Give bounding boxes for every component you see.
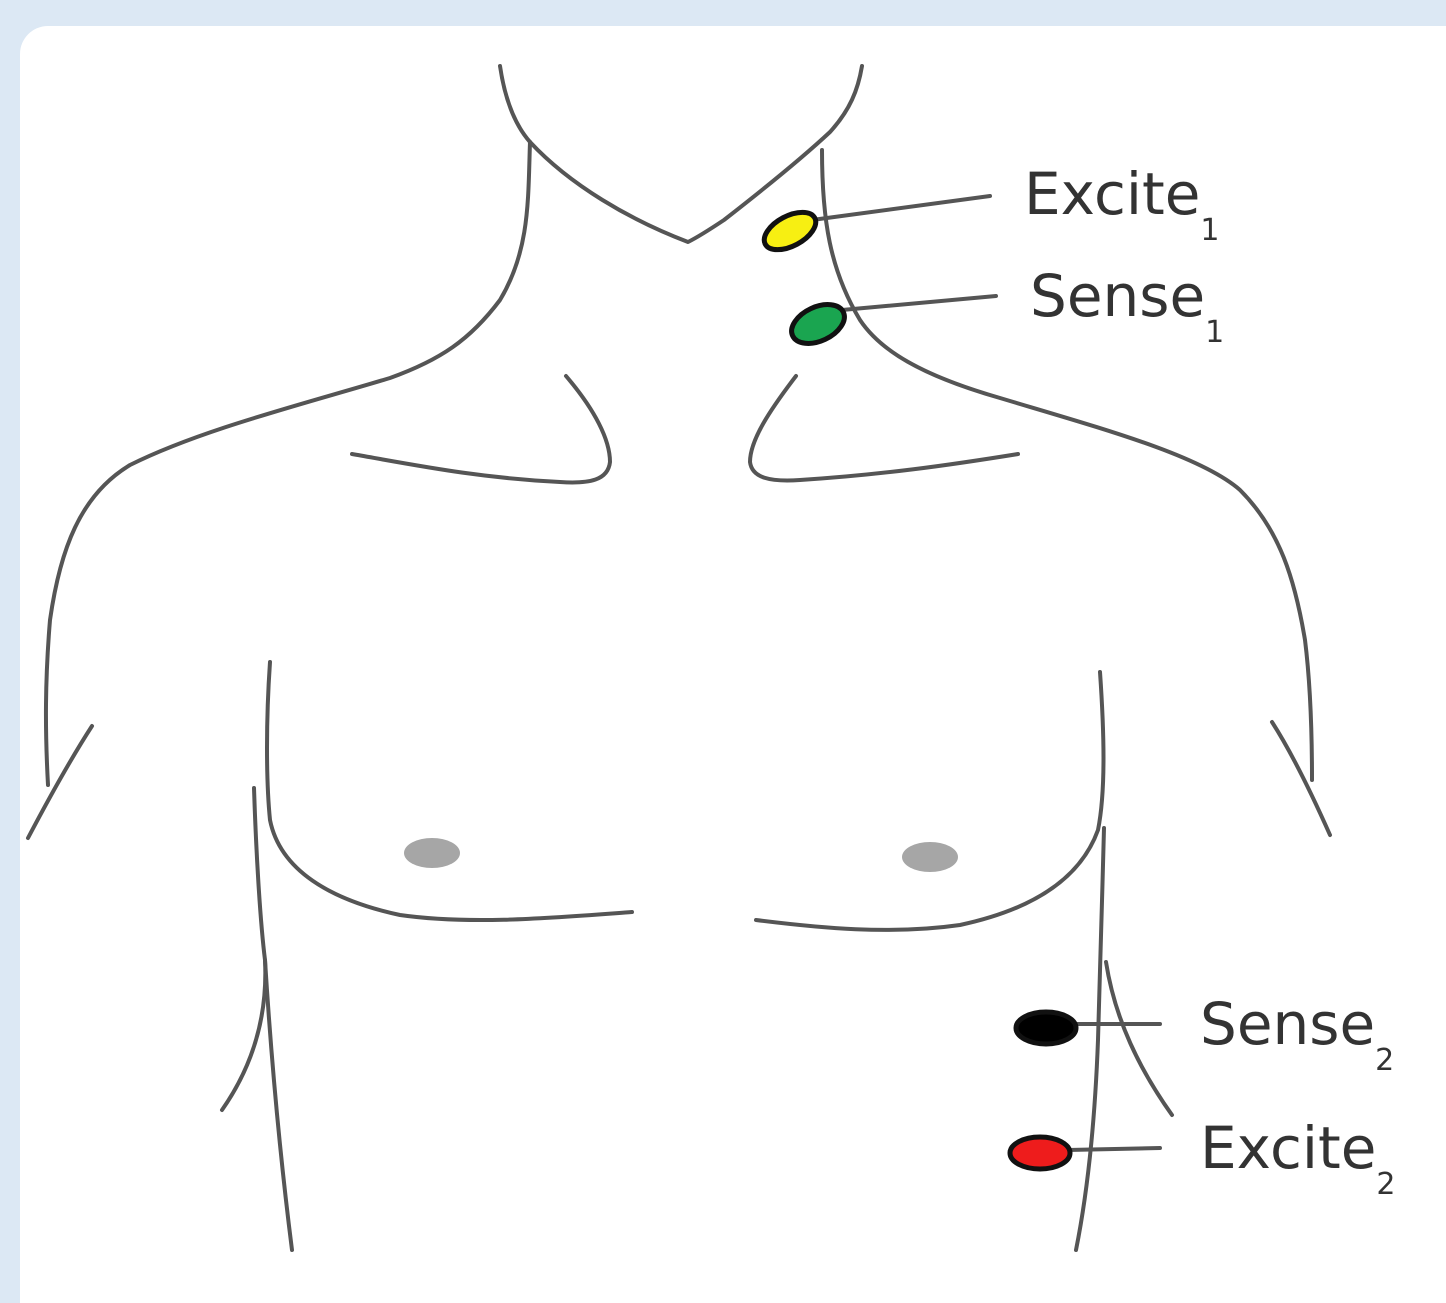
torso-outline [28, 66, 1330, 1250]
left-nipple [404, 838, 460, 868]
electrode-sense-2: Sense2 [1016, 990, 1394, 1078]
right-pectoral [756, 672, 1104, 930]
electrode-excite-2: Excite2 [1010, 1114, 1395, 1202]
electrode-pad-sense-2 [1016, 1012, 1076, 1044]
label-excite-2: Excite2 [1200, 1114, 1395, 1202]
label-sense-1: Sense1 [1030, 262, 1224, 350]
right-nipple [902, 842, 958, 872]
right-arm-mark [1272, 722, 1330, 835]
electrode-pad-excite-2 [1010, 1137, 1070, 1169]
label-sense-2: Sense2 [1200, 990, 1394, 1078]
electrode-pad-excite-1 [758, 205, 822, 258]
left-neck-line [46, 142, 530, 785]
lead-wire-excite-1 [812, 196, 990, 220]
left-torso-mark [222, 960, 265, 1110]
lead-wire-sense-1 [842, 296, 996, 310]
label-excite-1: Excite1 [1024, 160, 1219, 248]
right-neck-line [822, 150, 1312, 780]
electrode-excite-1: Excite1 [758, 160, 1219, 257]
left-pectoral [267, 662, 632, 920]
left-clavicle [352, 376, 610, 482]
right-torso-mark [1106, 962, 1172, 1115]
lead-wire-excite-2 [1068, 1148, 1160, 1150]
left-arm-mark [28, 726, 92, 838]
right-torso-side [1076, 828, 1104, 1250]
electrode-pad-sense-1 [785, 297, 850, 351]
